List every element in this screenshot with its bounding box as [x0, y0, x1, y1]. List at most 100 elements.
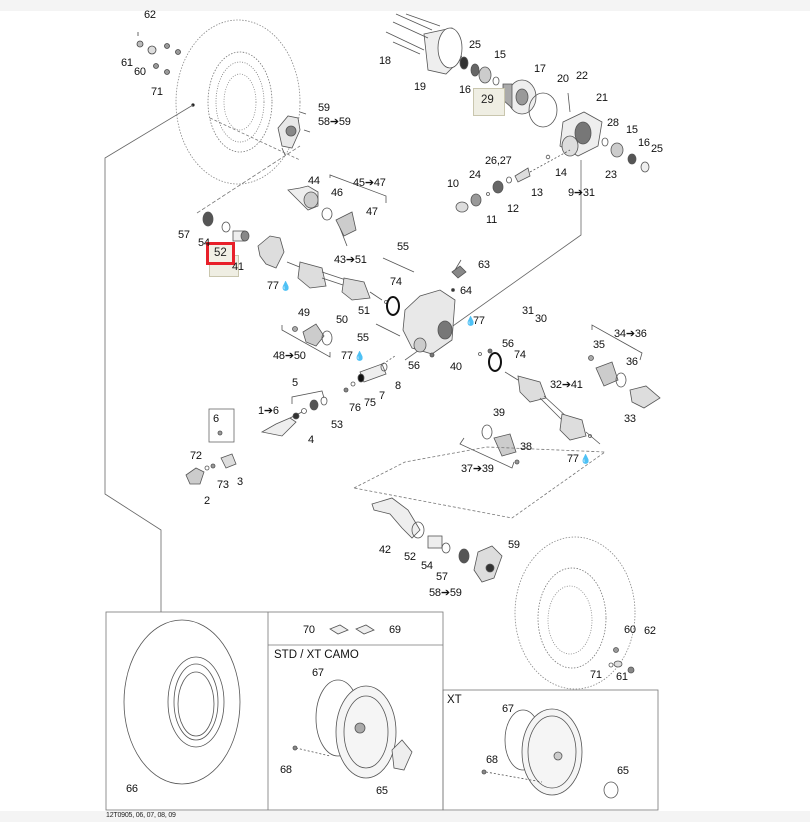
callout-59[interactable]: 59 — [318, 102, 330, 114]
callout-74[interactable]: 74 — [390, 276, 402, 288]
callout-45-47[interactable]: 45➔47 — [353, 177, 386, 189]
callout-74b[interactable]: 74 — [514, 349, 526, 361]
callout-3[interactable]: 3 — [237, 476, 243, 488]
callout-28[interactable]: 28 — [607, 117, 619, 129]
callout-53[interactable]: 53 — [331, 419, 343, 431]
callout-20[interactable]: 20 — [557, 73, 569, 85]
callout-54[interactable]: 54 — [198, 237, 210, 249]
callout-54b[interactable]: 54 — [421, 560, 433, 572]
callout-57[interactable]: 57 — [178, 229, 190, 241]
callout-40[interactable]: 40 — [450, 361, 462, 373]
callout-35[interactable]: 35 — [593, 339, 605, 351]
callout-61b[interactable]: 61 — [616, 671, 628, 683]
callout-65b[interactable]: 65 — [617, 765, 629, 777]
callout-26-27[interactable]: 26,27 — [485, 155, 512, 167]
callout-63[interactable]: 63 — [478, 259, 490, 271]
cv-parts-33-36 — [588, 355, 661, 409]
callout-16[interactable]: 16 — [459, 84, 471, 96]
callout-68[interactable]: 68 — [280, 764, 292, 776]
callout-13[interactable]: 13 — [531, 187, 543, 199]
callout-38[interactable]: 38 — [520, 441, 532, 453]
callout-33[interactable]: 33 — [624, 413, 636, 425]
callout-24[interactable]: 24 — [469, 169, 481, 181]
callout-56b[interactable]: 56 — [502, 338, 514, 350]
callout-76[interactable]: 76 — [349, 402, 361, 414]
callout-73[interactable]: 73 — [217, 479, 229, 491]
callout-48-50[interactable]: 48➔50 — [273, 350, 306, 362]
callout-69[interactable]: 69 — [389, 624, 401, 636]
callout-4[interactable]: 4 — [308, 434, 314, 446]
callout-25[interactable]: 25 — [469, 39, 481, 51]
callout-10[interactable]: 10 — [447, 178, 459, 190]
callout-42[interactable]: 42 — [379, 544, 391, 556]
callout-15[interactable]: 15 — [494, 49, 506, 61]
callout-51[interactable]: 51 — [358, 305, 370, 317]
callout-12[interactable]: 12 — [507, 203, 519, 215]
callout-55[interactable]: 55 — [397, 241, 409, 253]
callout-65[interactable]: 65 — [376, 785, 388, 797]
callout-52b[interactable]: 52 — [404, 551, 416, 563]
callout-1-6[interactable]: 1➔6 — [258, 405, 279, 417]
callout-19[interactable]: 19 — [414, 81, 426, 93]
callout-70[interactable]: 70 — [303, 624, 315, 636]
callout-61[interactable]: 61 — [121, 57, 133, 69]
callout-77c[interactable]: 77 — [473, 315, 485, 327]
highlight-callout-29[interactable]: 29 — [473, 88, 505, 116]
callout-41[interactable]: 41 — [232, 261, 244, 273]
drop-icon-77d: 💧 — [580, 454, 592, 464]
callout-14[interactable]: 14 — [555, 167, 567, 179]
callout-62[interactable]: 62 — [144, 9, 156, 21]
callout-32-41[interactable]: 32➔41 — [550, 379, 583, 391]
callout-36[interactable]: 36 — [626, 356, 638, 368]
callout-77a[interactable]: 77 — [267, 280, 279, 292]
callout-46[interactable]: 46 — [331, 187, 343, 199]
callout-47[interactable]: 47 — [366, 206, 378, 218]
callout-60b[interactable]: 60 — [624, 624, 636, 636]
callout-21[interactable]: 21 — [596, 92, 608, 104]
callout-16b[interactable]: 16 — [638, 137, 650, 149]
callout-56a[interactable]: 56 — [408, 360, 420, 372]
u-joint-parts — [185, 430, 237, 485]
callout-77d[interactable]: 77 — [567, 453, 579, 465]
callout-9-31[interactable]: 9➔31 — [568, 187, 595, 199]
callout-8[interactable]: 8 — [395, 380, 401, 392]
callout-59b[interactable]: 59 — [508, 539, 520, 551]
callout-44[interactable]: 44 — [308, 175, 320, 187]
callout-39[interactable]: 39 — [493, 407, 505, 419]
callout-25b[interactable]: 25 — [651, 143, 663, 155]
callout-77b[interactable]: 77 — [341, 350, 353, 362]
callout-17[interactable]: 17 — [534, 63, 546, 75]
callout-72[interactable]: 72 — [190, 450, 202, 462]
callout-71b[interactable]: 71 — [590, 669, 602, 681]
callout-22[interactable]: 22 — [576, 70, 588, 82]
callout-50[interactable]: 50 — [336, 314, 348, 326]
callout-58-59b[interactable]: 58➔59 — [429, 587, 462, 599]
callout-18[interactable]: 18 — [379, 55, 391, 67]
callout-49[interactable]: 49 — [298, 307, 310, 319]
callout-6[interactable]: 6 — [213, 413, 219, 425]
callout-34-36[interactable]: 34➔36 — [614, 328, 647, 340]
callout-60[interactable]: 60 — [134, 66, 146, 78]
callout-68b[interactable]: 68 — [486, 754, 498, 766]
callout-57b[interactable]: 57 — [436, 571, 448, 583]
callout-75[interactable]: 75 — [364, 397, 376, 409]
callout-58-59[interactable]: 58➔59 — [318, 116, 351, 128]
callout-66[interactable]: 66 — [126, 783, 138, 795]
callout-67b[interactable]: 67 — [502, 703, 514, 715]
callout-23[interactable]: 23 — [605, 169, 617, 181]
callout-55b[interactable]: 55 — [357, 332, 369, 344]
callout-2[interactable]: 2 — [204, 495, 210, 507]
callout-67[interactable]: 67 — [312, 667, 324, 679]
callout-37-39[interactable]: 37➔39 — [461, 463, 494, 475]
callout-71[interactable]: 71 — [151, 86, 163, 98]
callout-31[interactable]: 31 — [522, 305, 534, 317]
callout-43-51[interactable]: 43➔51 — [334, 254, 367, 266]
callout-7[interactable]: 7 — [379, 390, 385, 402]
callout-64[interactable]: 64 — [460, 285, 472, 297]
callout-5[interactable]: 5 — [292, 377, 298, 389]
callout-15b[interactable]: 15 — [626, 124, 638, 136]
callout-62b[interactable]: 62 — [644, 625, 656, 637]
callout-30[interactable]: 30 — [535, 313, 547, 325]
callout-11[interactable]: 11 — [486, 214, 498, 226]
highlight-callout-52[interactable]: 52 — [206, 242, 235, 265]
